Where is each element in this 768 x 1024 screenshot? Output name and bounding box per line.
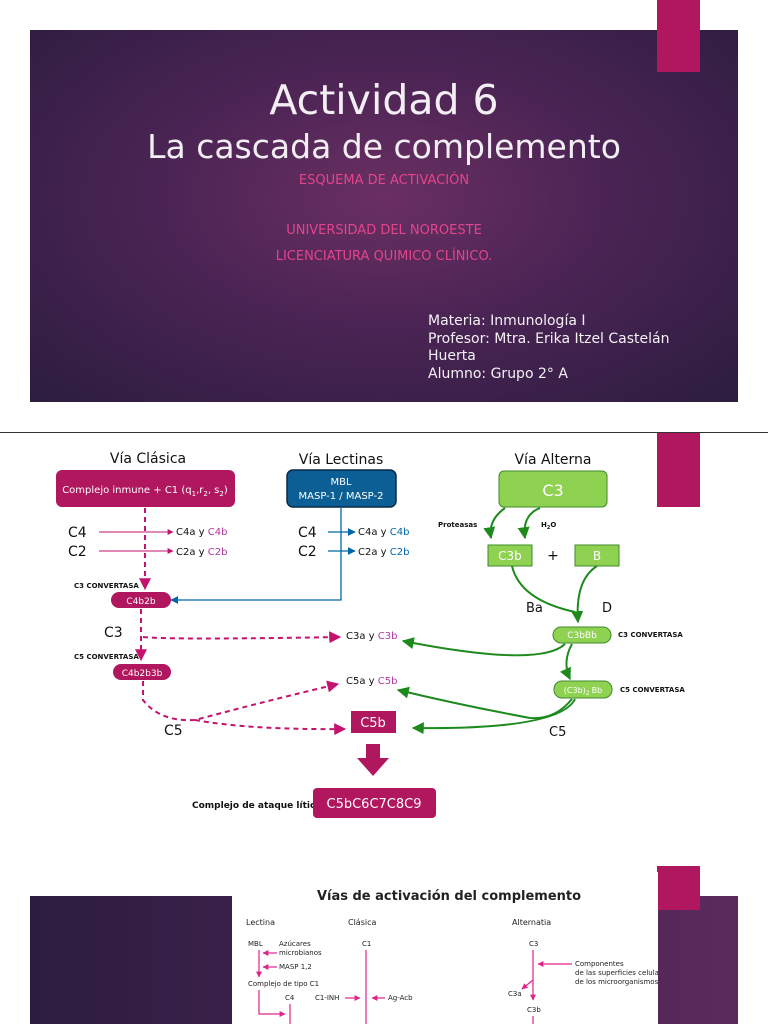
c1inh-text: C1-INH — [315, 994, 339, 1002]
c3b-to-c3bbb-arrow — [511, 565, 576, 613]
header-via-lectinas: Vía Lectinas — [299, 452, 384, 468]
pathways-figure-content: Vías de activación del complemento Lecti… — [246, 889, 658, 1024]
complement-cascade-diagram: Vía Clásica Vía Lectinas Vía Alterna Com… — [56, 433, 700, 818]
down-arrow-icon — [357, 744, 389, 776]
info-profesor-cont: Huerta — [428, 348, 476, 364]
c5-right-label: C5 — [549, 725, 566, 740]
c3b-box-label: C3b — [498, 549, 522, 563]
info-materia: Materia: Inmunología I — [428, 313, 586, 329]
col-clasica: Clásica — [348, 918, 377, 927]
plus-sign: + — [547, 548, 559, 564]
c3-convertasa-right-label: C3 CONVERTASA — [618, 631, 683, 639]
c4-products-mid: C4a y C4b — [358, 527, 409, 538]
third-slide-accent-bar — [657, 866, 700, 910]
b-to-c3bbb-arrow — [571, 565, 598, 624]
c3-left-label: C3 — [104, 625, 123, 641]
pathways-figure — [232, 872, 658, 1024]
c3-to-c3b-arrow-2 — [517, 507, 541, 540]
agacb-text: Ag-Acb — [388, 994, 413, 1002]
c4b2b-label: C4b2b — [126, 597, 155, 607]
complejo-c1-text: Complejo de tipo C1 — [248, 980, 319, 988]
header-via-alterna: Vía Alterna — [514, 452, 591, 468]
course-info: Materia: Inmunología I Profesor: Mtra. E… — [428, 313, 670, 383]
c5a-c5b-products: C5a y C5b — [346, 676, 397, 687]
c2-mid: C2 — [298, 544, 317, 560]
title-slide-accent-bar — [657, 0, 700, 72]
lectin-path-arrow — [170, 507, 342, 604]
c3bbb-to-c3b-arrow — [401, 637, 566, 657]
c5-convertasa-right-label: C5 CONVERTASA — [620, 686, 685, 694]
c3-box — [498, 470, 608, 508]
h2o-label: H2O — [541, 521, 556, 531]
c4-mid: C4 — [298, 525, 317, 541]
c3-cleavage-dashed-arrow — [142, 631, 342, 644]
c3b2bb-to-c5b-arrow — [411, 698, 576, 735]
c3bbb-label: C3bBb — [567, 631, 597, 641]
componentes-text: Componentes — [575, 960, 624, 968]
microorganismos-text: de los microorganismos — [575, 978, 658, 986]
mac-box-label: C5bC6C7C8C9 — [327, 797, 422, 812]
mac-box — [313, 788, 436, 818]
c4-products-left: C4a y C4b — [176, 527, 227, 538]
pink-line-universidad: UNIVERSIDAD DEL NOROESTE — [286, 223, 482, 238]
mbl-text: MBL — [248, 940, 263, 948]
header-via-clasica: Vía Clásica — [110, 451, 186, 467]
c5-dashed-to-c5a — [142, 680, 340, 722]
mbl-label: MBL — [330, 477, 351, 488]
col-alternativa: Alternatia — [512, 918, 551, 927]
c3bbb-to-c3b2bb-arrow — [559, 643, 573, 681]
c5-dashed-to-c5b — [194, 719, 347, 736]
b-box-label: B — [593, 549, 601, 563]
c2-products-left: C2a y C2b — [176, 547, 227, 558]
info-alumno: Alumno: Grupo 2° A — [428, 365, 568, 382]
c3a-arrow — [521, 979, 534, 990]
masp-label: MASP-1 / MASP-2 — [299, 491, 384, 502]
c4b2b3b-box — [113, 664, 171, 680]
pink-line-esquema: ESQUEMA DE ACTIVACIÓN — [298, 173, 470, 188]
pathways-title: Vías de activación del complemento — [317, 889, 581, 904]
c5b-box — [351, 711, 396, 733]
c3-convertasa-left-label: C3 CONVERTASA — [74, 582, 139, 590]
c3a-c3b-products: C3a y C3b — [346, 631, 397, 642]
c3b-box — [487, 544, 533, 567]
c3-to-c3b-arrow-1 — [483, 507, 506, 540]
c4b2b3b-label: C4b2b3b — [122, 669, 163, 679]
c3-box-label: C3 — [542, 481, 563, 500]
c2-left: C2 — [68, 544, 87, 560]
info-profesor: Profesor: Mtra. Erika Itzel Castelán — [428, 330, 670, 347]
superficies-text: de las superficies celulares — [575, 969, 658, 977]
c4b2b-box — [111, 592, 171, 608]
pink-line-licenciatura: LICENCIATURA QUIMICO CLÍNICO. — [275, 249, 493, 264]
title-slide — [30, 30, 738, 402]
col-lectina: Lectina — [246, 918, 275, 927]
c2-products-mid: C2a y C2b — [358, 547, 409, 558]
immune-complex-label: Complejo inmune + C1 (q1,r2, s2) — [62, 485, 228, 498]
mac-label: Complejo de ataque lítico — [192, 801, 322, 811]
diagram-accent-bar — [657, 433, 700, 507]
lectin-join-line — [258, 990, 286, 1017]
masp-text: MASP 1,2 — [279, 963, 312, 971]
c1-text: C1 — [362, 940, 371, 948]
c3bbb-box — [552, 626, 612, 644]
slide-subtitle: La cascada de complemento — [147, 127, 621, 166]
c3b2bb-box — [553, 680, 613, 699]
ba-label: Ba — [526, 601, 543, 616]
immune-complex-box — [56, 470, 235, 507]
slide-divider — [0, 432, 768, 433]
microbianos-text: microbianos — [279, 949, 322, 957]
c3a-small-text: C3a — [508, 990, 522, 998]
c4-small-text: C4 — [285, 994, 295, 1002]
c5-convertasa-left-label: C5 CONVERTASA — [74, 653, 139, 661]
c3b-small-text: C3b — [527, 1006, 541, 1014]
c3b2bb-to-c5a-arrow — [396, 686, 573, 720]
slide-title: Actividad 6 — [269, 76, 499, 124]
c4-left: C4 — [68, 525, 87, 541]
azucares-text: Azúcares — [279, 940, 311, 948]
c5-left-label: C5 — [164, 723, 183, 739]
proteasas-label: Proteasas — [438, 521, 477, 529]
c3-small-text: C3 — [529, 940, 538, 948]
c5b-label: C5b — [360, 716, 386, 731]
d-label: D — [602, 601, 612, 616]
